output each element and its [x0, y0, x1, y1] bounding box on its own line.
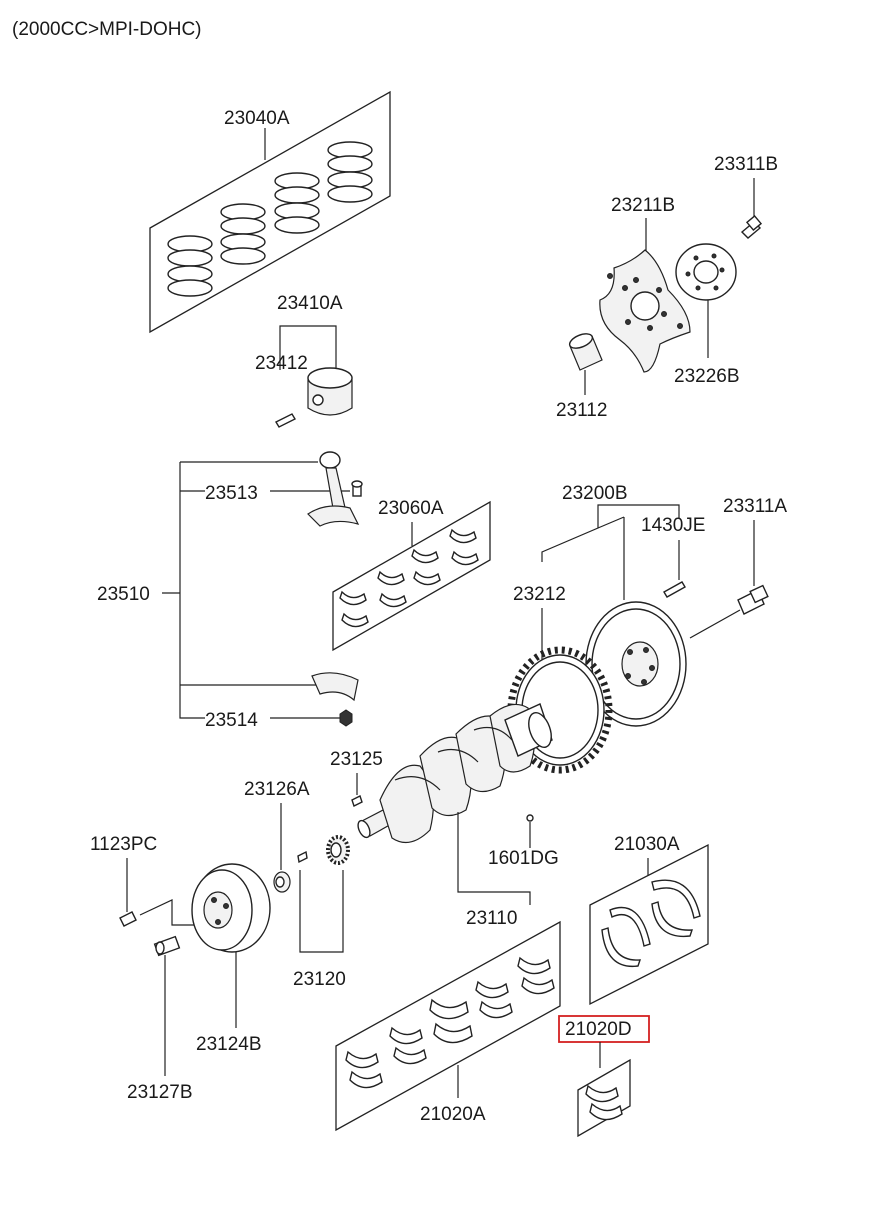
- label-23060A[interactable]: 23060A: [378, 498, 444, 519]
- piston-ring-group-4: [327, 141, 373, 203]
- main-bearing-set-panel[interactable]: [335, 920, 561, 1132]
- drive-plate-bolt-b[interactable]: [740, 214, 763, 239]
- piston-ring-group-2: [220, 203, 266, 265]
- piston-ring-set-panel[interactable]: [149, 90, 391, 334]
- main-bearing-single-panel[interactable]: [577, 1058, 631, 1138]
- piston-ring-group-3: [274, 172, 320, 234]
- crankshaft-spacer[interactable]: [273, 871, 291, 893]
- thrust-washer-left: [601, 906, 651, 968]
- crankshaft-pulley[interactable]: [191, 863, 271, 953]
- rod-bearing-4: [449, 528, 479, 566]
- label-21030A[interactable]: 21030A: [614, 834, 680, 855]
- diagram-header: (2000CC>MPI-DOHC): [12, 19, 202, 40]
- flywheel-dowel-pin[interactable]: [663, 581, 686, 598]
- label-23513[interactable]: 23513: [205, 483, 258, 504]
- label-23212[interactable]: 23212: [513, 584, 566, 605]
- label-1123PC[interactable]: 1123PC: [90, 834, 157, 855]
- piston[interactable]: [307, 367, 353, 416]
- adapter-plate[interactable]: [599, 249, 691, 373]
- rod-bearing-3: [411, 548, 441, 586]
- label-1430JE[interactable]: 1430JE: [641, 515, 705, 536]
- label-23311B[interactable]: 23311B: [714, 154, 778, 175]
- label-23127B[interactable]: 23127B: [127, 1082, 193, 1103]
- label-21020D[interactable]: 21020D: [565, 1019, 632, 1040]
- label-23110[interactable]: 23110: [466, 908, 517, 929]
- main-bearing-1: [345, 1050, 383, 1089]
- main-bearing-2: [389, 1026, 427, 1065]
- thrust-bearing-panel[interactable]: [589, 843, 709, 1006]
- label-23124B[interactable]: 23124B: [196, 1034, 262, 1055]
- piston-ring-group-1: [167, 235, 213, 297]
- connecting-rod-nut[interactable]: [339, 709, 353, 727]
- label-23412[interactable]: 23412: [255, 353, 308, 374]
- pulley-bolt-23127B[interactable]: [153, 935, 181, 957]
- thrust-washer-right: [651, 879, 701, 938]
- label-23040A[interactable]: 23040A: [224, 108, 290, 129]
- flywheel-bolt[interactable]: [737, 584, 769, 615]
- connecting-rod-bolt[interactable]: [351, 480, 363, 497]
- highlight-box: [558, 1015, 650, 1043]
- main-bearing-3: [429, 998, 473, 1044]
- drive-plate-shim[interactable]: [675, 243, 737, 301]
- label-23311A[interactable]: 23311A: [723, 496, 787, 517]
- label-23226B[interactable]: 23226B: [674, 366, 740, 387]
- crankshaft[interactable]: [356, 703, 556, 844]
- main-bearing-4: [475, 980, 513, 1019]
- label-1601DG[interactable]: 1601DG: [488, 848, 559, 869]
- label-23200B[interactable]: 23200B: [562, 483, 628, 504]
- label-23112[interactable]: 23112: [556, 400, 607, 421]
- label-21020A[interactable]: 21020A: [420, 1104, 486, 1125]
- rod-bearing-1: [339, 590, 369, 628]
- label-23126A[interactable]: 23126A: [244, 779, 310, 800]
- label-23211B[interactable]: 23211B: [611, 195, 675, 216]
- rod-bearing-2: [377, 570, 407, 608]
- label-23514[interactable]: 23514: [205, 710, 258, 731]
- pilot-bushing[interactable]: [568, 331, 603, 371]
- label-23410A[interactable]: 23410A: [277, 293, 343, 314]
- connecting-rod-cap[interactable]: [311, 672, 359, 702]
- sprocket-key[interactable]: [297, 850, 308, 864]
- piston-pin[interactable]: [275, 413, 296, 428]
- flywheel[interactable]: [585, 601, 687, 727]
- label-23510[interactable]: 23510: [97, 584, 150, 605]
- rod-bearing-set-panel[interactable]: [332, 500, 491, 652]
- woodruff-key[interactable]: [351, 795, 363, 807]
- label-23120[interactable]: 23120: [293, 969, 346, 990]
- label-23125[interactable]: 23125: [330, 749, 383, 770]
- connecting-rod[interactable]: [307, 451, 360, 527]
- timing-belt-sprocket[interactable]: [326, 835, 350, 865]
- plug-1601DG[interactable]: [526, 814, 534, 822]
- main-bearing-5: [517, 956, 555, 995]
- pulley-bolt-1123PC[interactable]: [119, 911, 137, 927]
